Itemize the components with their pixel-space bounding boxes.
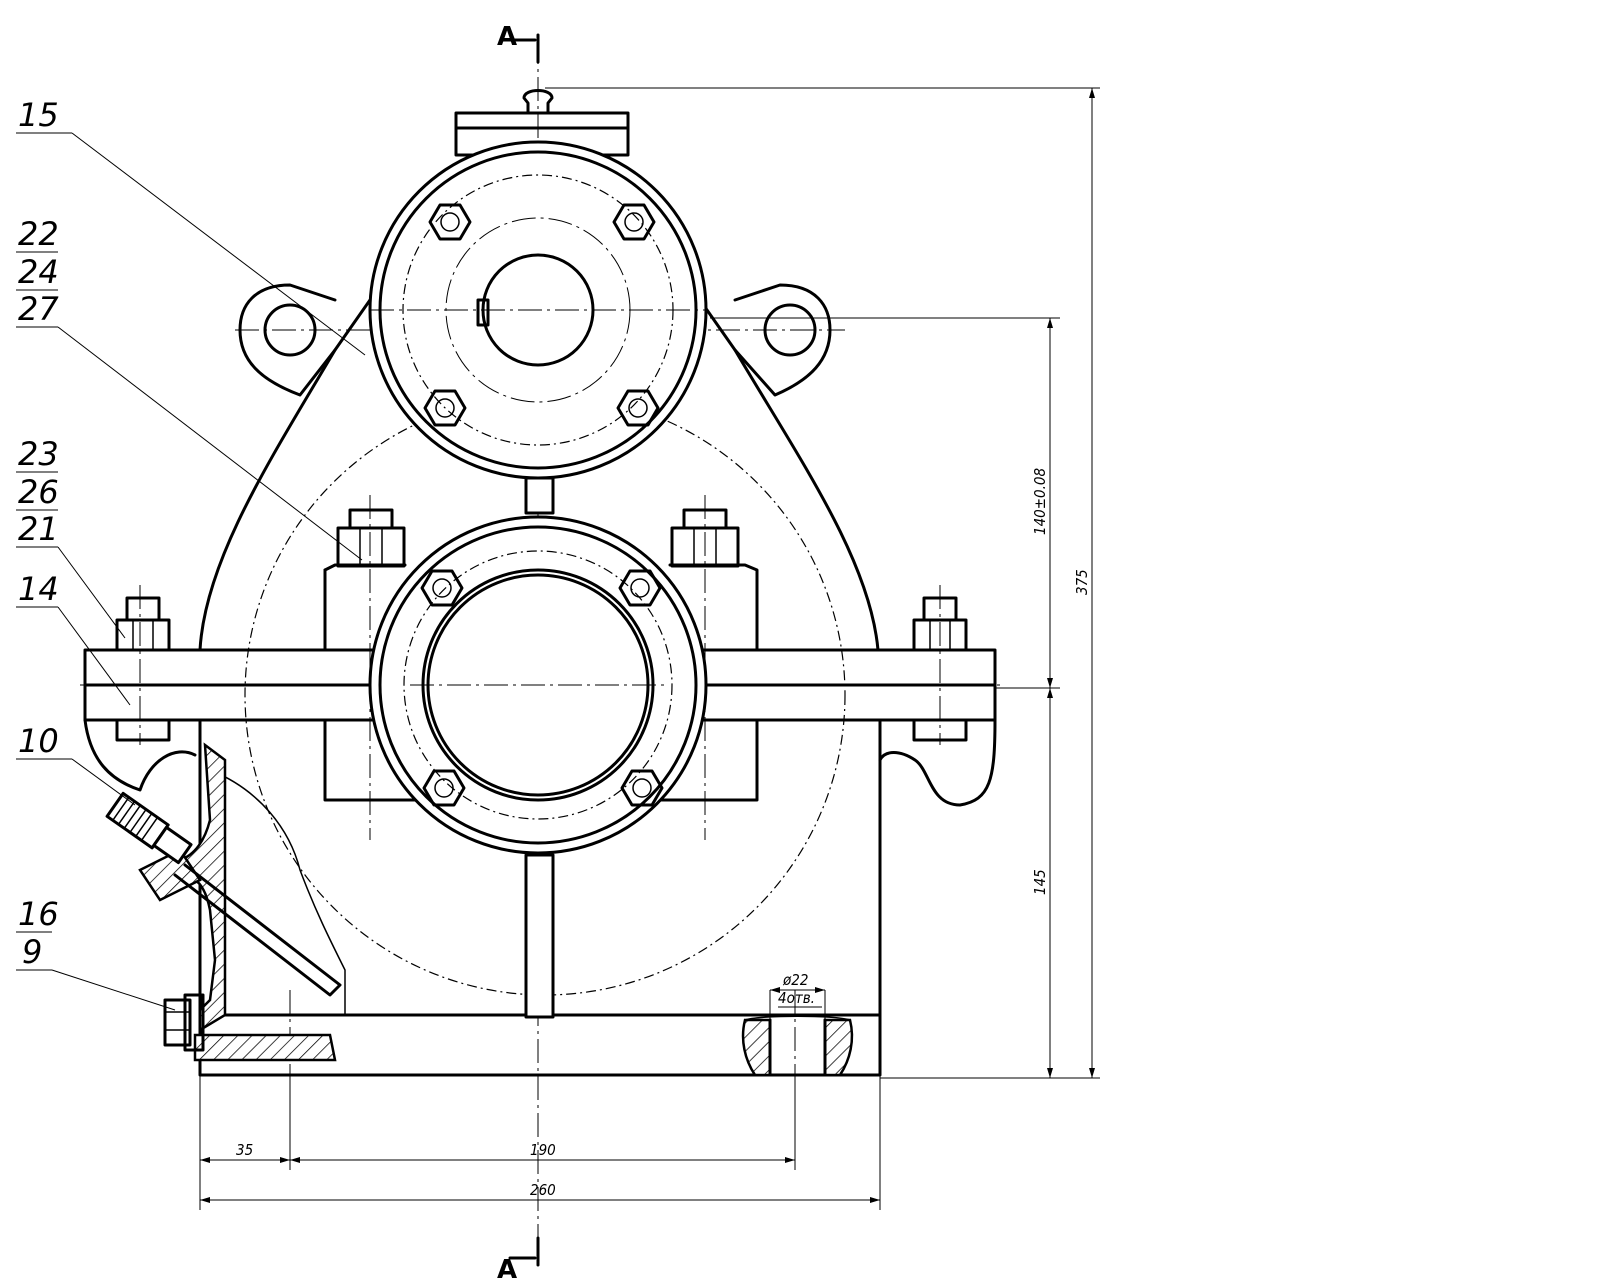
dim-hole-count: 4отв. [778, 989, 815, 1007]
oil-cavity-line [209, 769, 346, 1015]
upper-rib [524, 476, 555, 515]
lower-cap-bolts [420, 569, 664, 807]
part-label-14: 14 [16, 570, 131, 706]
bearing-bolt-left [336, 508, 406, 568]
svg-text:23: 23 [18, 435, 59, 473]
upper-bearing-cap [368, 140, 708, 480]
dim-hole-diameter: ø22 [782, 971, 808, 989]
flange-bolt-left [115, 596, 171, 742]
dim-375: 375 [1073, 569, 1091, 595]
foundation-hole [741, 1015, 854, 1077]
wheel-pitch-circle [244, 394, 846, 996]
dim-140: 140±0.08 [1031, 468, 1049, 535]
dimensions: 35 190 260 140±0.08 375 145 ø22 4отв. [199, 87, 1100, 1210]
upper-cap-bolts [423, 203, 660, 427]
part-label-10: 10 [16, 722, 136, 806]
lower-rib [524, 853, 555, 1019]
section-mark-top: A [497, 22, 540, 64]
svg-text:15: 15 [18, 96, 59, 134]
lower-bearing-cap [368, 515, 708, 855]
flange-bolt-right [912, 596, 968, 742]
part-label-15: 15 [16, 96, 366, 356]
svg-text:16: 16 [18, 895, 59, 933]
svg-text:A: A [497, 22, 517, 52]
part-label-16-9: 16 9 [16, 895, 176, 1011]
svg-text:27: 27 [18, 290, 59, 328]
svg-text:10: 10 [18, 722, 59, 760]
dim-190: 190 [530, 1141, 556, 1159]
bearing-bolt-right [670, 508, 740, 568]
part-label-23-26-21: 23 26 21 [16, 435, 126, 639]
dim-260: 260 [530, 1181, 556, 1199]
svg-text:24: 24 [18, 253, 59, 291]
svg-text:9: 9 [22, 933, 42, 971]
dim-145: 145 [1031, 869, 1049, 895]
svg-text:21: 21 [18, 510, 59, 548]
oil-gauge-section [105, 742, 342, 1062]
part-label-22-24-27: 22 24 27 [16, 215, 363, 561]
dim-35: 35 [236, 1141, 253, 1159]
svg-text:14: 14 [18, 570, 59, 608]
svg-text:22: 22 [18, 215, 59, 253]
svg-text:26: 26 [18, 473, 59, 511]
svg-text:A: A [497, 1255, 517, 1280]
section-mark-bottom: A [497, 1236, 540, 1280]
